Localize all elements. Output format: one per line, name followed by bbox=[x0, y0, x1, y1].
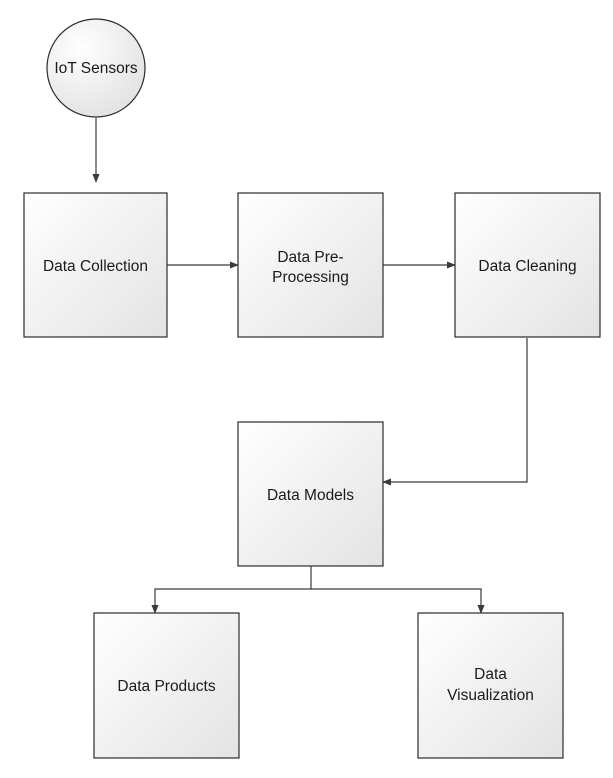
node-data-visualization-shape bbox=[417, 612, 564, 759]
node-iot-sensors-label: IoT Sensors bbox=[54, 60, 138, 77]
node-data-products-shape bbox=[93, 612, 240, 759]
node-data-models-shape bbox=[237, 421, 384, 567]
node-data-preprocessing-label-line1: Data Pre- bbox=[277, 249, 343, 266]
edge-cleaning-to-models bbox=[382, 338, 528, 486]
node-data-cleaning-label: Data Cleaning bbox=[478, 258, 576, 275]
node-data-preprocessing-shape bbox=[237, 192, 384, 338]
edges bbox=[92, 118, 528, 614]
edge-models-to-products bbox=[151, 566, 312, 614]
node-data-collection-shape bbox=[23, 192, 168, 338]
node-data-visualization[interactable]: Data Visualization bbox=[417, 612, 564, 759]
node-data-collection[interactable]: Data Collection bbox=[23, 192, 168, 338]
node-data-visualization-label-line2: Visualization bbox=[447, 687, 534, 704]
node-data-collection-label: Data Collection bbox=[43, 258, 148, 275]
node-data-visualization-label-line1: Data bbox=[474, 666, 507, 683]
node-data-products-label: Data Products bbox=[117, 678, 215, 695]
node-data-preprocessing-label-line2: Processing bbox=[272, 269, 349, 286]
node-data-cleaning-shape bbox=[454, 192, 601, 338]
node-data-models-label: Data Models bbox=[267, 487, 354, 504]
edge-models-to-visualization bbox=[311, 588, 485, 614]
node-data-preprocessing[interactable]: Data Pre- Processing bbox=[237, 192, 384, 338]
node-iot-sensors[interactable]: IoT Sensors bbox=[46, 18, 146, 118]
node-iot-sensors-shape bbox=[46, 18, 146, 118]
node-data-products[interactable]: Data Products bbox=[93, 612, 240, 759]
node-data-cleaning[interactable]: Data Cleaning bbox=[454, 192, 601, 338]
node-data-models[interactable]: Data Models bbox=[237, 421, 384, 567]
